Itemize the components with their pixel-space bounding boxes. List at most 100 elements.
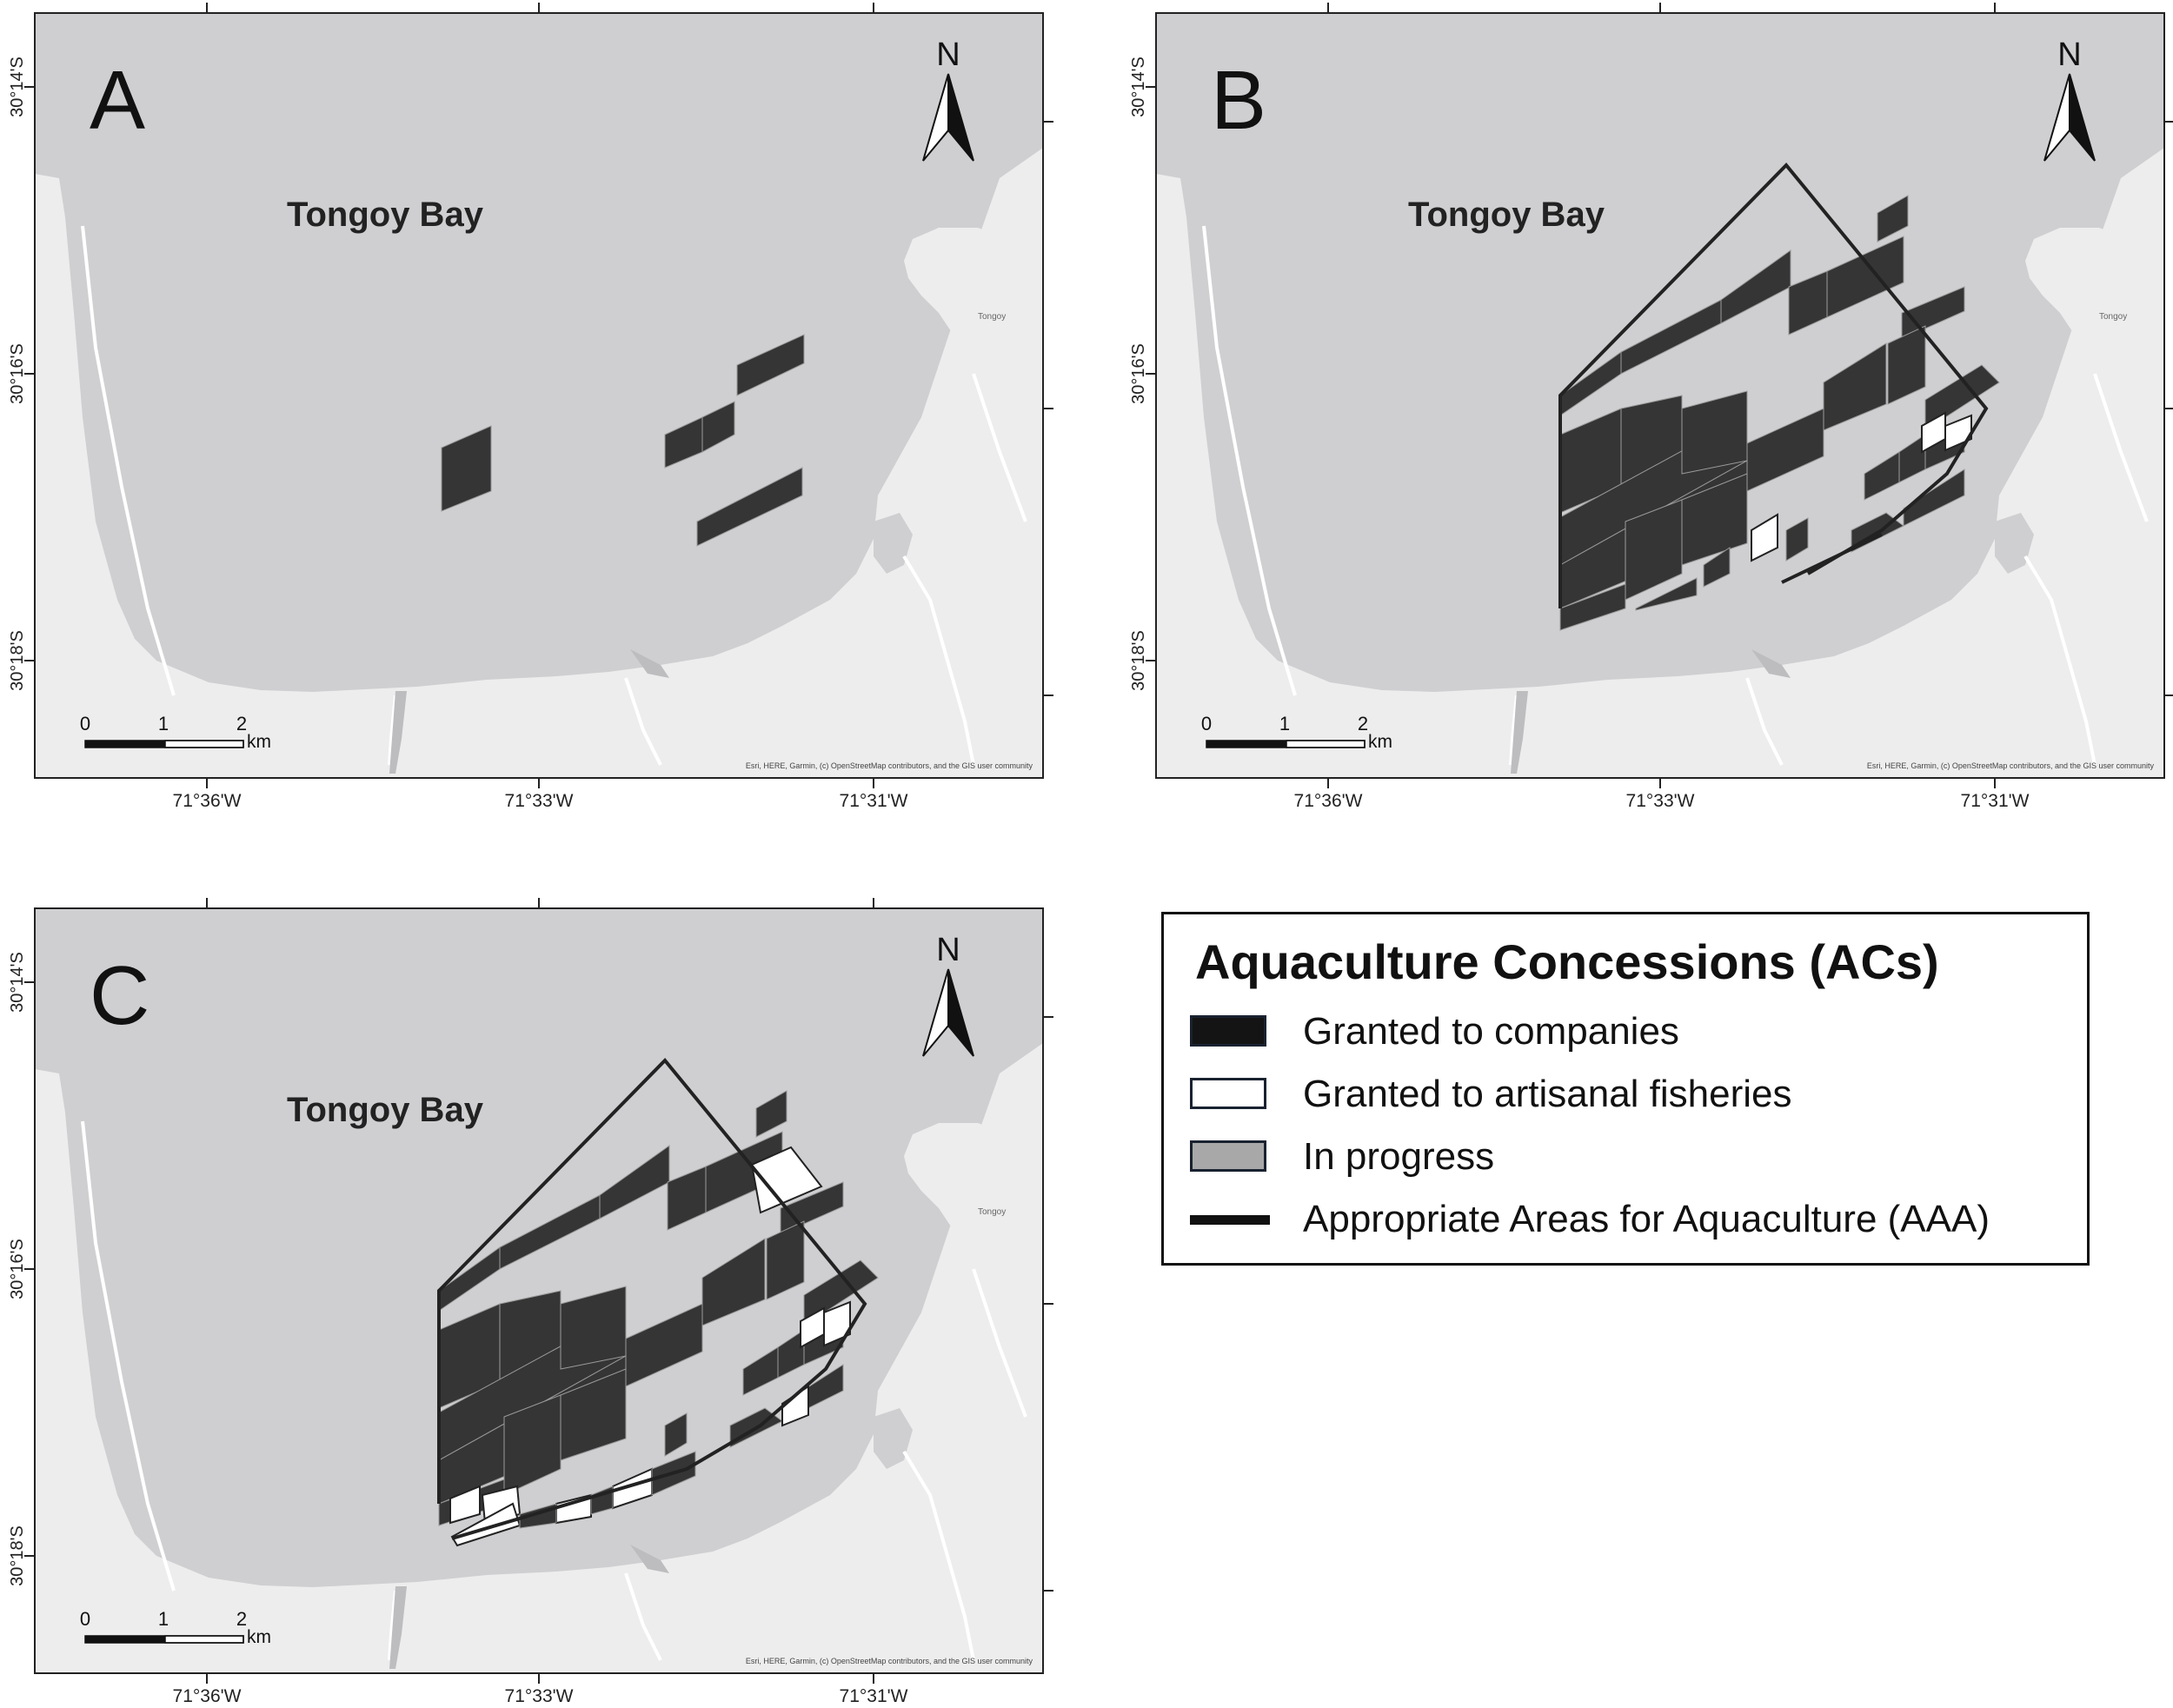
scale-tick-label: 2 (1358, 713, 1368, 734)
company-concession (1785, 517, 1809, 562)
lon-label: 71°36'W (1294, 791, 1363, 811)
north-arrow-icon (947, 968, 974, 1057)
scale-bar-segment (164, 1635, 244, 1644)
artisanal-concession (1751, 513, 1778, 562)
scale-tick-label: 2 (236, 713, 247, 734)
company-concession (1559, 583, 1626, 631)
sea-area (35, 13, 1043, 692)
road-line (388, 1590, 397, 1661)
lat-label: 30°18'S (8, 630, 27, 691)
artisanal-concession (750, 1146, 823, 1214)
company-concession (1746, 408, 1824, 492)
company-concession (701, 401, 735, 453)
lat-label: 30°16'S (8, 343, 27, 404)
lon-label: 71°33'W (505, 791, 574, 811)
peninsula-land (904, 228, 1043, 382)
lon-label: 71°31'W (1961, 791, 2030, 811)
north-arrow-icon (947, 73, 974, 162)
bay-label: Tongoy Bay (287, 196, 484, 234)
lon-label: 71°33'W (505, 1686, 574, 1706)
peninsula-land (904, 1123, 1043, 1278)
scale-tick-label: 1 (1279, 713, 1290, 734)
scale-tick-label: 1 (158, 1608, 169, 1630)
river-inlet (389, 691, 407, 774)
town-label: Tongoy (2099, 312, 2127, 322)
scale-tick-label: 2 (236, 1608, 247, 1630)
company-concession (1703, 547, 1731, 588)
company-concession (503, 1394, 562, 1496)
aaa-boundary (437, 1058, 867, 1540)
north-label: N (2057, 37, 2081, 73)
lagoon (874, 513, 913, 574)
legend-label-artisanal: Granted to artisanal fisheries (1303, 1073, 1792, 1115)
artisanal-concession (823, 1300, 851, 1347)
road-line (388, 694, 397, 766)
lat-label: 30°14'S (8, 56, 27, 117)
company-concession (441, 425, 492, 512)
road-line (2093, 373, 2149, 522)
aaa-boundary (1781, 533, 1883, 584)
road-line (972, 373, 1027, 522)
panel-letter: B (1211, 54, 1266, 147)
companies-swatch (1190, 1015, 1266, 1047)
road-line (81, 1120, 176, 1592)
river-inlet (1511, 691, 1528, 774)
town-label: Tongoy (978, 312, 1006, 322)
river-inlet (389, 1586, 407, 1669)
north-arrow-icon (2069, 73, 2096, 162)
scale-unit-label: km (247, 1627, 271, 1647)
bay-label: Tongoy Bay (1408, 196, 1605, 234)
panel-letter: A (90, 54, 145, 147)
scale-tick-label: 1 (158, 713, 169, 734)
lat-label: 30°16'S (1129, 343, 1148, 404)
aaa-boundary (1558, 163, 1989, 608)
company-concession (701, 1238, 766, 1326)
company-concession (1635, 577, 1698, 611)
spit (630, 649, 669, 678)
road-line (81, 225, 176, 696)
road-line (1509, 694, 1518, 766)
road-line (902, 555, 975, 766)
attribution-text: Esri, HERE, Garmin, (c) OpenStreetMap co… (746, 761, 1033, 770)
scale-unit-label: km (247, 732, 271, 752)
legend-label-aaa: Appropriate Areas for Aquaculture (AAA) (1303, 1198, 1990, 1240)
company-concession (755, 1090, 787, 1138)
lagoon (1995, 513, 2034, 574)
company-concession (625, 1303, 703, 1387)
scale-bar-segment (1286, 740, 1366, 748)
company-concession (1877, 195, 1909, 243)
scale-unit-label: km (1368, 732, 1392, 752)
road-line (2023, 555, 2097, 766)
north-label: N (936, 932, 960, 968)
attribution-text: Esri, HERE, Garmin, (c) OpenStreetMap co… (1867, 761, 2155, 770)
peninsula-land (2025, 228, 2164, 382)
legend-label-in-progress: In progress (1303, 1135, 1495, 1178)
company-concession (664, 1412, 688, 1457)
attribution-text: Esri, HERE, Garmin, (c) OpenStreetMap co… (746, 1657, 1033, 1665)
scale-bar-segment (85, 1636, 165, 1643)
scale-tick-label: 0 (80, 713, 90, 734)
lagoon (874, 1408, 913, 1469)
road-line (624, 1572, 662, 1661)
scale-bar-segment (85, 741, 165, 748)
road-line (1202, 225, 1297, 696)
panel-letter: C (90, 949, 150, 1042)
road-line (624, 677, 662, 766)
lon-label: 71°31'W (840, 1686, 908, 1706)
artisanal-swatch (1190, 1078, 1266, 1109)
scale-tick-label: 0 (80, 1608, 90, 1630)
company-concession (696, 467, 803, 547)
spit (630, 1545, 669, 1573)
road-line (1745, 677, 1784, 766)
road-line (972, 1268, 1027, 1418)
lat-label: 30°18'S (8, 1525, 27, 1586)
company-concession (1823, 342, 1887, 431)
legend-title: Aquaculture Concessions (ACs) (1195, 934, 1939, 989)
spit (1751, 649, 1791, 678)
company-concession (1625, 499, 1683, 601)
